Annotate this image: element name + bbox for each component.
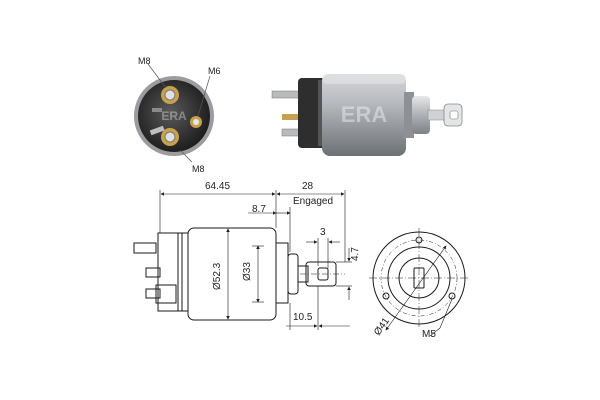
front-watermark: ERA xyxy=(161,109,187,123)
side-watermark: ERA xyxy=(341,102,388,127)
drawing-end-view xyxy=(369,228,469,337)
stud-top xyxy=(271,90,303,99)
drawing-terminal-top xyxy=(133,242,157,254)
side-body xyxy=(322,74,406,156)
side-flange xyxy=(404,92,414,138)
label-front-m6: M6 xyxy=(208,66,221,76)
label-front-m8-top: M8 xyxy=(138,56,151,66)
stud-middle xyxy=(282,114,304,120)
side-plunger-housing xyxy=(412,96,430,134)
label-thread-m5: M5 xyxy=(422,329,436,340)
drawing-hole-left xyxy=(382,292,390,300)
label-dim-inner-diameter: Ø33 xyxy=(242,262,253,281)
label-engaged: Engaged xyxy=(293,196,334,207)
drawing-side-view xyxy=(133,190,352,330)
photo-front-view: ERA xyxy=(134,63,214,163)
drawing-cap xyxy=(157,232,189,312)
front-cap xyxy=(138,80,210,152)
drawing-terminal-mid xyxy=(145,267,161,278)
label-dim-eye-width: 4.7 xyxy=(350,247,361,261)
label-front-m8-bottom: M8 xyxy=(192,164,205,174)
drawing-plunger-eye xyxy=(305,261,337,287)
label-dim-body-diameter: Ø52.3 xyxy=(212,262,223,290)
label-dim-extension: 10.5 xyxy=(293,312,313,323)
drawing-terminal-bottom xyxy=(145,288,161,299)
drawing-flange xyxy=(275,242,289,304)
label-dim-flange-offset: 8.7 xyxy=(252,204,266,215)
label-dim-travel: 28 xyxy=(302,181,314,192)
label-dim-overall: 64.45 xyxy=(205,181,231,192)
drawing-body xyxy=(187,227,277,321)
drawing-hole-right xyxy=(448,292,456,300)
photo-side-view: ERA xyxy=(271,74,463,156)
label-dim-eye-offset: 3 xyxy=(320,227,326,238)
